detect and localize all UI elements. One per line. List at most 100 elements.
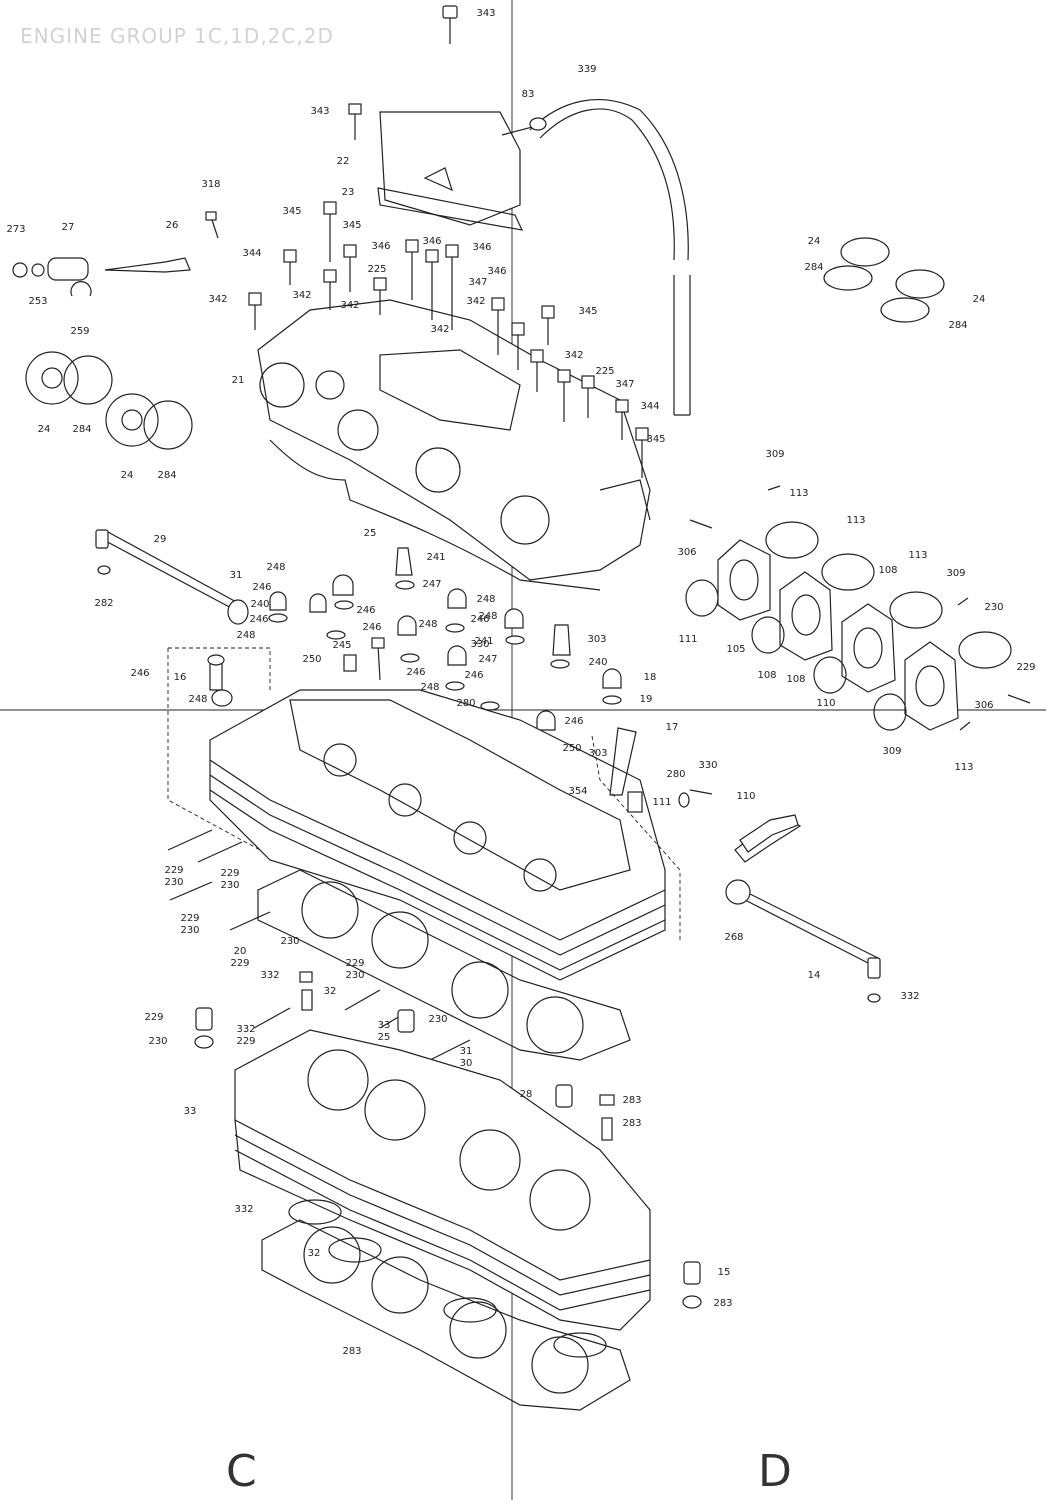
part-number-label: 110 bbox=[736, 791, 756, 802]
part-number-label: 346 bbox=[472, 242, 492, 253]
part-number-label: 253 bbox=[28, 296, 48, 307]
part-number-label: 229 bbox=[1016, 662, 1036, 673]
part-number-label: 246 bbox=[252, 582, 272, 593]
part-number-label: 248 bbox=[420, 682, 440, 693]
spark-plug bbox=[739, 814, 799, 853]
head-gasket bbox=[257, 869, 631, 1061]
part-number-label: 26 bbox=[165, 220, 179, 231]
part-number-label: 225 bbox=[367, 264, 387, 275]
part-number-label: 332 bbox=[900, 991, 920, 1002]
part-number-label: 113 bbox=[954, 762, 974, 773]
part-number-label: 83 bbox=[521, 89, 535, 100]
part-number-label: 111 bbox=[652, 797, 672, 808]
part-number-label: 27 bbox=[61, 222, 75, 233]
part-number-label: 347 bbox=[468, 277, 488, 288]
part-number-label: 111 bbox=[678, 634, 698, 645]
part-number-label: 31 bbox=[459, 1046, 473, 1057]
part-number-label: 346 bbox=[371, 241, 391, 252]
part-number-label: 283 bbox=[713, 1298, 733, 1309]
part-number-label: 229 bbox=[230, 958, 250, 969]
part-number-label: 283 bbox=[622, 1095, 642, 1106]
part-number-label: 354 bbox=[568, 786, 588, 797]
part-number-label: 229 bbox=[164, 865, 184, 876]
part-number-label: 246 bbox=[470, 614, 490, 625]
part-number-label: 230 bbox=[220, 880, 240, 891]
part-number-label: 303 bbox=[588, 748, 608, 759]
part-number-label: 108 bbox=[878, 565, 898, 576]
part-number-label: 32 bbox=[323, 986, 337, 997]
part-number-label: 25 bbox=[377, 1032, 391, 1043]
part-number-label: 240 bbox=[588, 657, 608, 668]
part-number-label: 247 bbox=[422, 579, 442, 590]
part-number-label: 268 bbox=[724, 932, 744, 943]
part-number-label: 18 bbox=[643, 672, 657, 683]
head-cover bbox=[257, 299, 651, 591]
part-number-label: 318 bbox=[201, 179, 221, 190]
part-number-label: 15 bbox=[717, 1267, 731, 1278]
part-number-label: 246 bbox=[249, 614, 269, 625]
part-number-label: 246 bbox=[130, 668, 150, 679]
part-number-label: 230 bbox=[345, 970, 365, 981]
part-number-label: 31 bbox=[229, 570, 243, 581]
part-number-label: 246 bbox=[464, 670, 484, 681]
base-gasket bbox=[261, 1199, 631, 1411]
part-number-label: 230 bbox=[280, 936, 300, 947]
part-number-label: 309 bbox=[946, 568, 966, 579]
part-number-label: 284 bbox=[804, 262, 824, 273]
part-number-label: 332 bbox=[236, 1024, 256, 1035]
part-number-label: 240 bbox=[250, 599, 270, 610]
part-number-label: 230 bbox=[180, 925, 200, 936]
part-number-label: 33 bbox=[183, 1106, 197, 1117]
part-number-label: 303 bbox=[587, 634, 607, 645]
part-number-label: 246 bbox=[564, 716, 584, 727]
part-number-label: 345 bbox=[578, 306, 598, 317]
part-number-label: 283 bbox=[622, 1118, 642, 1129]
breather-cover bbox=[377, 111, 541, 231]
part-number-label: 343 bbox=[310, 106, 330, 117]
part-number-label: 248 bbox=[236, 630, 256, 641]
part-number-label: 113 bbox=[846, 515, 866, 526]
part-number-label: 248 bbox=[418, 619, 438, 630]
cylinder-block bbox=[234, 1029, 651, 1331]
part-number-label: 330 bbox=[470, 639, 490, 650]
part-number-label: 284 bbox=[157, 470, 177, 481]
part-number-label: 330 bbox=[698, 760, 718, 771]
part-number-label: 19 bbox=[639, 694, 653, 705]
part-number-label: 259 bbox=[70, 326, 90, 337]
part-number-label: 280 bbox=[456, 698, 476, 709]
part-number-label: 342 bbox=[466, 296, 486, 307]
cover-bolts bbox=[205, 103, 649, 478]
part-number-label: 283 bbox=[342, 1346, 362, 1357]
part-number-label: 113 bbox=[789, 488, 809, 499]
part-number-label: 344 bbox=[242, 248, 262, 259]
part-number-label: 346 bbox=[487, 266, 507, 277]
part-number-label: 332 bbox=[260, 970, 280, 981]
part-number-label: 306 bbox=[677, 547, 697, 558]
part-number-label: 245 bbox=[332, 640, 352, 651]
part-number-label: 309 bbox=[765, 449, 785, 460]
part-number-label: 284 bbox=[948, 320, 968, 331]
part-number-label: 230 bbox=[984, 602, 1004, 613]
part-number-label: 22 bbox=[336, 156, 350, 167]
part-number-label: 230 bbox=[428, 1014, 448, 1025]
part-number-label: 339 bbox=[577, 64, 597, 75]
part-number-label: 248 bbox=[476, 594, 496, 605]
part-number-label: 248 bbox=[266, 562, 286, 573]
part-number-label: 110 bbox=[816, 698, 836, 709]
oil-pipes bbox=[95, 529, 881, 1003]
part-number-label: 28 bbox=[519, 1089, 533, 1100]
grid-letter-right: D bbox=[758, 1446, 792, 1497]
bracket-lines bbox=[167, 647, 681, 940]
part-number-label: 24 bbox=[807, 236, 821, 247]
part-number-label: 32 bbox=[307, 1248, 321, 1259]
part-number-label: 241 bbox=[426, 552, 446, 563]
part-number-label: 225 bbox=[595, 366, 615, 377]
part-number-label: 246 bbox=[362, 622, 382, 633]
part-number-label: 230 bbox=[164, 877, 184, 888]
part-number-label: 25 bbox=[363, 528, 377, 539]
part-number-label: 14 bbox=[807, 970, 821, 981]
part-number-label: 230 bbox=[148, 1036, 168, 1047]
part-number-label: 229 bbox=[180, 913, 200, 924]
part-number-label: 309 bbox=[882, 746, 902, 757]
